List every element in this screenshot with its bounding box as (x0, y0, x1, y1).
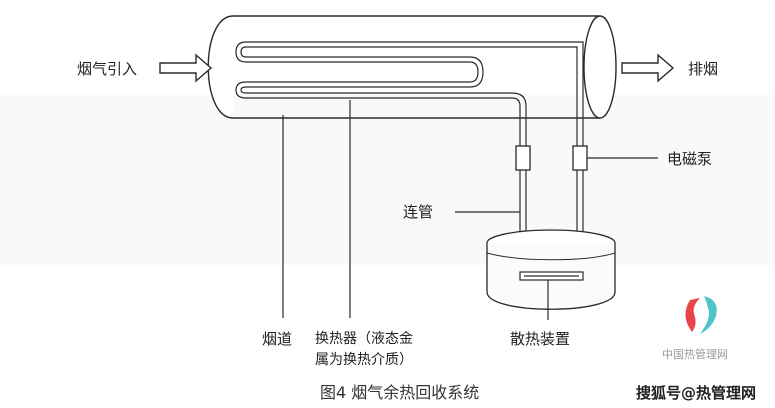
label-heat-exchanger-line2: 属为换热介质） (315, 351, 413, 368)
collar-right (572, 145, 588, 171)
label-flue: 烟道 (262, 330, 292, 348)
watermark-site: 中国热管理网 (662, 347, 728, 361)
label-solenoid-pump: 电磁泵 (667, 150, 712, 168)
label-flue-gas-in: 烟气引入 (77, 60, 137, 78)
background-band (0, 95, 775, 265)
collar-left (515, 145, 531, 171)
inlet-arrow-icon (159, 53, 213, 83)
leader-lines (282, 100, 658, 320)
label-heat-exchanger-line1: 换热器（液态金 (315, 330, 413, 347)
heat-dissipation-tank (486, 229, 616, 310)
watermark-source: 搜狐号@热管理网 (636, 384, 756, 402)
label-exhaust: 排烟 (688, 60, 718, 78)
outlet-arrow-icon (621, 53, 675, 83)
watermark-logo-icon (685, 296, 717, 334)
label-heat-dissipation-device: 散热装置 (510, 330, 570, 348)
heat-exchanger-coil (235, 41, 584, 148)
tank-coil (519, 271, 584, 281)
figure-caption: 图4 烟气余热回收系统 (320, 383, 479, 402)
label-connecting-pipe: 连管 (403, 203, 433, 221)
